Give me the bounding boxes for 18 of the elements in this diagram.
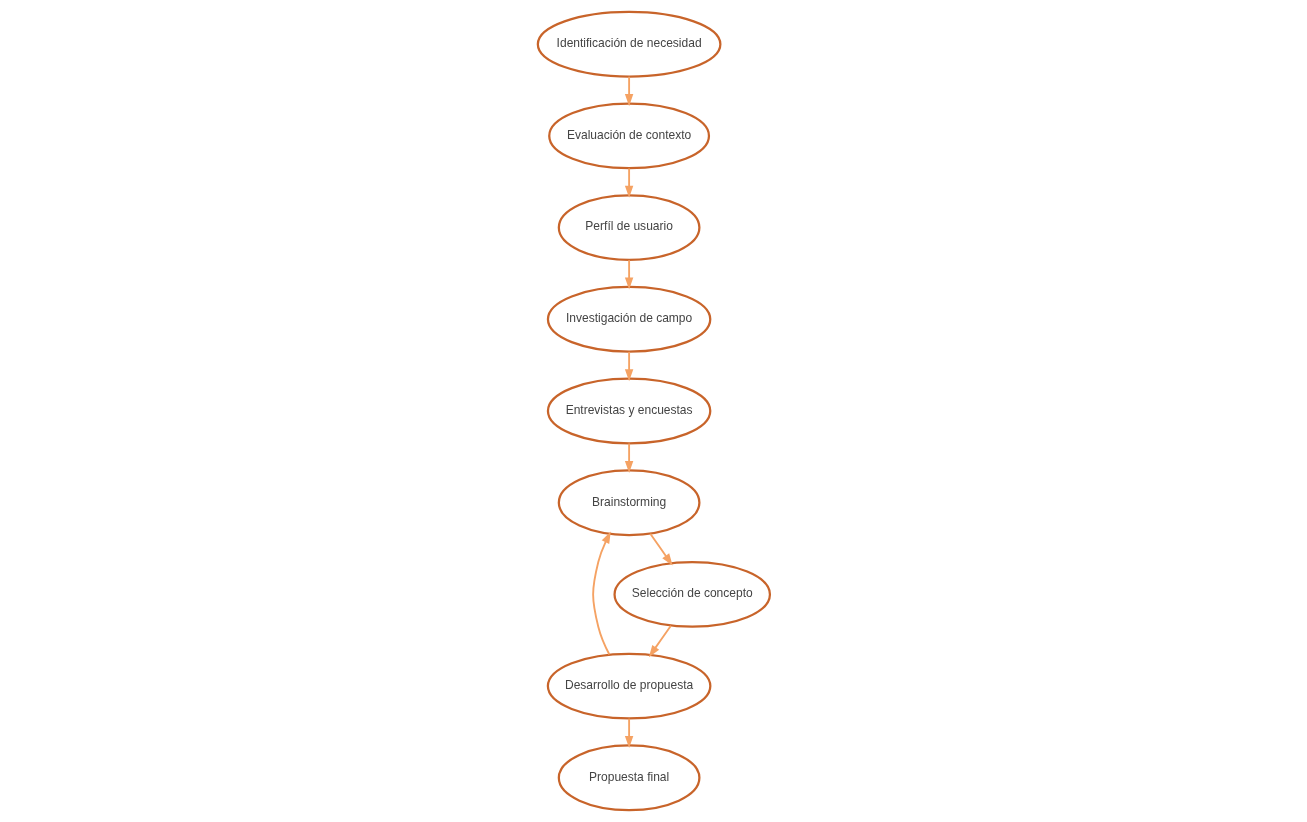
- arrow: [624, 75, 633, 107]
- node-ellipse: Investigación de campo: [546, 285, 711, 353]
- arrow: [648, 532, 673, 566]
- node-ellipse: Identificación de necesidad: [536, 10, 721, 78]
- node-ellipse: Perfíl de usuario: [557, 194, 700, 262]
- arrow: [624, 717, 633, 749]
- arrow: [591, 531, 611, 656]
- node-ellipse: Selección de concepto: [612, 560, 771, 628]
- node-ellipse: Brainstorming: [557, 469, 700, 537]
- arrow: [624, 350, 633, 382]
- arrow: [624, 442, 633, 473]
- node-ellipse: Evaluación de contexto: [547, 102, 710, 170]
- arrow: [624, 167, 633, 198]
- node-ellipse: Desarrollo de propuesta: [546, 652, 711, 720]
- arrow: [624, 259, 633, 290]
- node-ellipse: Propuesta final: [557, 744, 700, 812]
- arrow: [648, 624, 672, 658]
- node-ellipse: Entrevistas y encuestas: [546, 377, 711, 445]
